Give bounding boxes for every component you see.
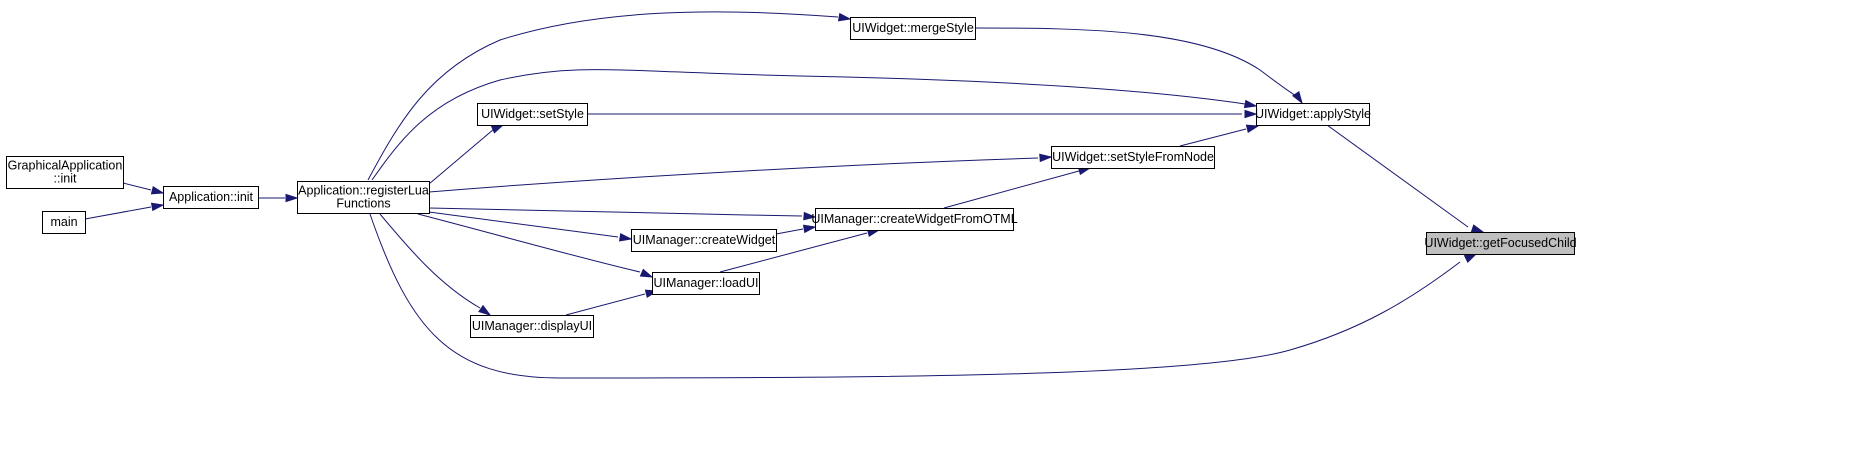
node-box — [6, 156, 124, 189]
node-label: UIWidget::getFocusedChild — [1424, 236, 1576, 250]
node-box — [631, 229, 777, 252]
node-label: UIManager::createWidget — [633, 233, 776, 247]
edge-createWidgetFromOTML-to-setStyleFromNode — [943, 166, 1092, 209]
node-box — [1051, 146, 1215, 169]
node-loadUI[interactable]: UIManager::loadUI — [652, 272, 760, 295]
node-label: UIManager::displayUI — [472, 319, 592, 333]
edge-registerLua-to-loadUI — [417, 213, 654, 278]
edge-displayUI-to-loadUI — [565, 289, 659, 316]
edge-line — [84, 206, 152, 220]
node-graphicalInit[interactable]: GraphicalApplication::init — [6, 156, 124, 189]
arrowhead — [1470, 224, 1485, 233]
node-label: GraphicalApplication — [8, 159, 123, 173]
node-main[interactable]: main — [42, 211, 86, 234]
edge-line — [428, 157, 1039, 193]
node-createWidgetFromOTML[interactable]: UIManager::createWidgetFromOTML — [811, 208, 1018, 231]
node-label: ::init — [54, 172, 77, 186]
node-box — [1256, 103, 1370, 126]
node-displayUI[interactable]: UIManager::displayUI — [470, 315, 594, 338]
node-appInit[interactable]: Application::init — [163, 186, 259, 209]
edge-line — [417, 213, 641, 273]
node-label: UIManager::loadUI — [654, 276, 759, 290]
node-label: UIWidget::setStyleFromNode — [1052, 150, 1214, 164]
node-label: Functions — [336, 197, 390, 211]
edge-line — [719, 232, 868, 273]
node-mergeStyle[interactable]: UIWidget::mergeStyle — [850, 17, 976, 40]
arrowhead — [150, 186, 165, 195]
edge-line — [122, 182, 152, 191]
arrowhead — [490, 124, 505, 134]
edge-layer — [84, 11, 1485, 379]
edge-line — [775, 228, 804, 235]
arrowhead — [1463, 253, 1478, 263]
edge-line — [1326, 124, 1469, 228]
node-label: Application::registerLua — [298, 184, 429, 198]
node-box — [297, 181, 430, 214]
edge-main-to-appInit — [84, 202, 165, 220]
edge-registerLua-to-setStyleFromNode — [428, 153, 1053, 193]
arrowhead — [802, 224, 817, 234]
edge-registerLua-to-applyStyle — [371, 69, 1258, 181]
edge-appInit-to-registerLua — [258, 193, 299, 203]
node-box — [1426, 232, 1575, 255]
node-box — [652, 272, 760, 295]
arrowhead — [803, 211, 817, 221]
node-box — [470, 315, 594, 338]
arrowhead — [285, 193, 299, 203]
edge-createWidget-to-createWidgetFromOTML — [775, 224, 817, 235]
node-label: UIManager::createWidgetFromOTML — [811, 212, 1017, 226]
node-label: UIWidget::mergeStyle — [852, 21, 974, 35]
arrowhead — [1039, 153, 1053, 163]
arrowhead — [1244, 109, 1258, 119]
arrowhead — [150, 202, 165, 212]
node-label: main — [50, 215, 77, 229]
arrowhead — [1292, 91, 1303, 105]
edge-mergeStyle-to-applyStyle — [974, 27, 1303, 105]
edge-registerLua-to-mergeStyle — [367, 11, 852, 181]
edge-line — [371, 69, 1246, 181]
edge-line — [943, 170, 1080, 209]
node-label: UIWidget::setStyle — [481, 107, 584, 121]
edge-applyStyle-to-focused — [1326, 124, 1485, 233]
node-box — [42, 211, 86, 234]
edge-registerLua-to-focused — [369, 213, 1478, 379]
arrowhead — [1245, 124, 1260, 133]
edge-line — [565, 293, 646, 316]
node-createWidget[interactable]: UIManager::createWidget — [631, 229, 777, 252]
arrowhead — [1243, 99, 1258, 109]
node-label: Application::init — [169, 190, 254, 204]
edge-line — [428, 207, 803, 217]
node-box — [850, 17, 976, 40]
edge-setStyleFromNode-to-applyStyle — [1179, 124, 1260, 147]
edge-setStyle-to-applyStyle — [587, 109, 1258, 119]
node-applyStyle[interactable]: UIWidget::applyStyle — [1255, 103, 1371, 126]
edge-line — [367, 11, 839, 181]
edge-registerLua-to-createWidget — [428, 211, 633, 242]
edge-line — [379, 213, 481, 309]
arrowhead — [837, 12, 852, 22]
node-layer: UIWidget::getFocusedChild UIWidget::apply… — [6, 17, 1577, 338]
node-box — [815, 208, 1014, 231]
node-setStyleFromNode[interactable]: UIWidget::setStyleFromNode — [1051, 146, 1215, 169]
arrowhead — [639, 268, 654, 278]
node-focused[interactable]: UIWidget::getFocusedChild — [1424, 232, 1577, 255]
edge-registerLua-to-setStyle — [428, 124, 505, 185]
node-box — [163, 186, 259, 209]
edge-line — [369, 213, 1461, 379]
edge-line — [974, 27, 1299, 98]
arrowhead — [618, 233, 633, 242]
edge-line — [428, 211, 619, 238]
node-label: UIWidget::applyStyle — [1255, 107, 1371, 121]
node-box — [477, 103, 588, 126]
edge-graphicalInit-to-appInit — [122, 182, 165, 195]
node-setStyle[interactable]: UIWidget::setStyle — [477, 103, 588, 126]
edge-registerLua-to-displayUI — [379, 213, 492, 316]
edge-line — [1179, 128, 1247, 147]
edge-line — [428, 128, 495, 185]
arrowhead — [478, 304, 492, 316]
edge-registerLua-to-createWidgetFromOTML — [428, 207, 817, 221]
